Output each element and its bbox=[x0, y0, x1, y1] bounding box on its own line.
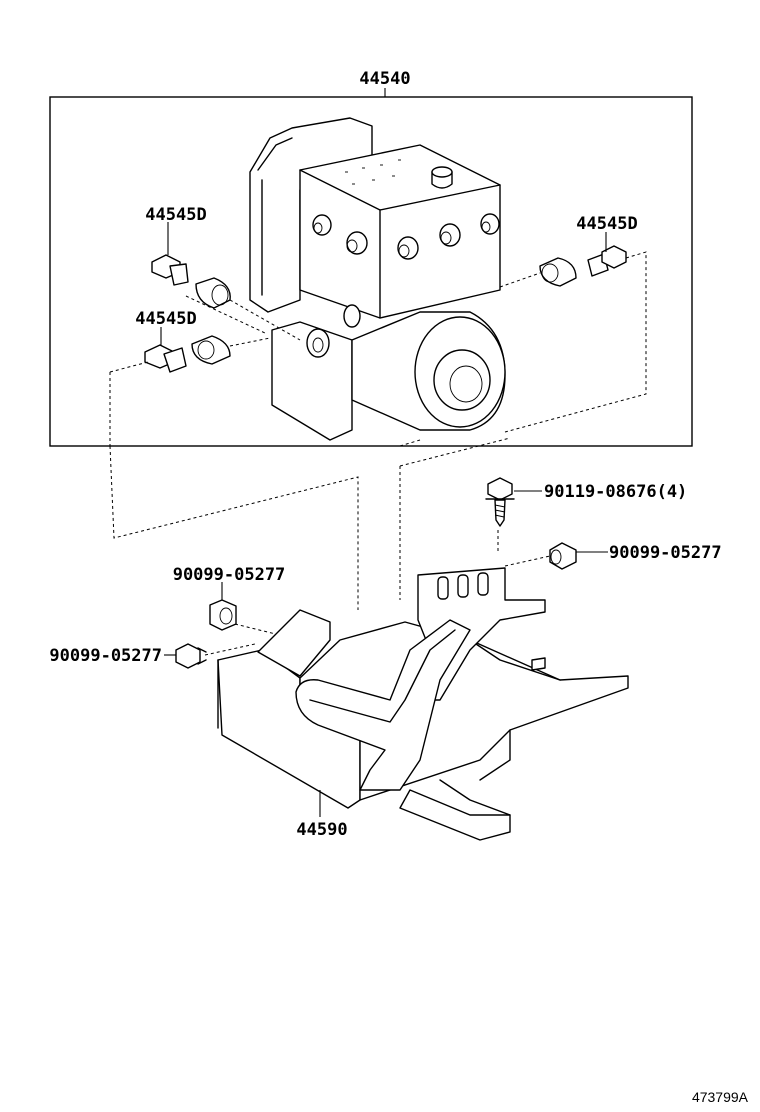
label-nut-center: 90099-05277 bbox=[173, 565, 286, 585]
alignment-lines-lower bbox=[109, 437, 551, 656]
cushion-lower-left bbox=[144, 335, 231, 373]
nut-right bbox=[549, 542, 577, 570]
assembly-frame bbox=[49, 96, 693, 447]
label-bolt: 90119-08676(4) bbox=[544, 482, 687, 502]
cushion-upper-left bbox=[151, 254, 231, 309]
leader-lines bbox=[160, 222, 608, 817]
label-nut-left: 90099-05277 bbox=[49, 646, 162, 666]
label-actuator-assembly: 44540 bbox=[359, 69, 410, 89]
nut-left bbox=[175, 643, 207, 669]
alignment-lines-upper bbox=[109, 251, 647, 447]
label-cushion-lower-left: 44545D bbox=[135, 309, 196, 329]
bracket-drawing bbox=[217, 567, 629, 841]
abs-actuator-drawing bbox=[249, 117, 506, 441]
cushion-right bbox=[539, 245, 627, 287]
bolt-90119 bbox=[485, 477, 515, 527]
label-nut-right: 90099-05277 bbox=[609, 543, 722, 563]
reference-number: 473799A bbox=[692, 1089, 749, 1105]
label-cushion-upper-left: 44545D bbox=[145, 205, 206, 225]
label-cushion-right: 44545D bbox=[576, 214, 637, 234]
label-bracket-assembly: 44590 bbox=[296, 820, 347, 840]
nut-center bbox=[209, 599, 237, 631]
